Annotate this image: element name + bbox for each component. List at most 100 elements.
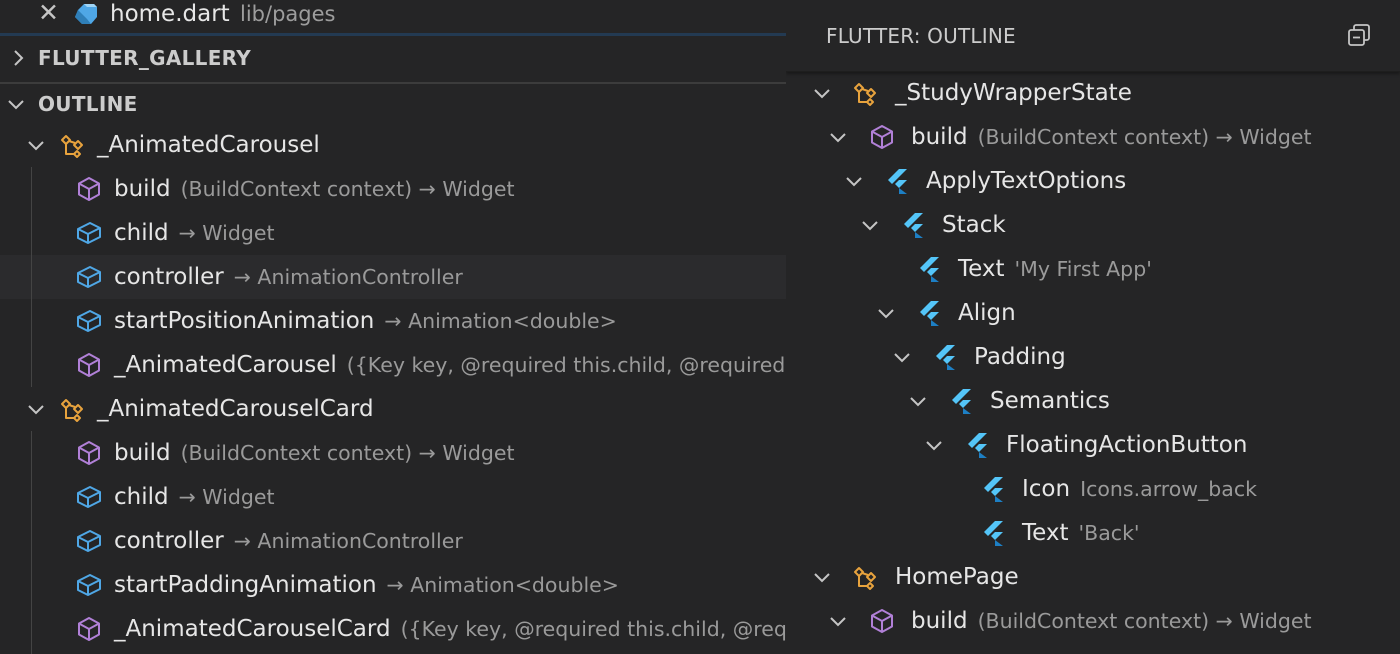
outline-row[interactable]: child→ Widget — [0, 211, 786, 255]
chevron-down-icon[interactable] — [844, 171, 864, 191]
symbol-detail: (BuildContext context) → Widget — [180, 441, 515, 465]
class-icon — [61, 135, 83, 158]
flutter-widget-icon — [984, 477, 1003, 502]
class-icon — [854, 567, 876, 590]
symbol-label: startPositionAnimation — [114, 308, 375, 334]
collapse-all-icon[interactable] — [1346, 22, 1372, 48]
chevron-down-icon[interactable] — [860, 215, 880, 235]
symbol-detail: ({Key key, @required this.child, @requir… — [346, 353, 786, 377]
chevron-down-icon[interactable] — [812, 567, 832, 587]
outline-row[interactable]: Padding — [786, 335, 1400, 379]
symbol-label: build — [114, 176, 171, 202]
chevron-down-icon[interactable] — [828, 611, 848, 631]
outline-row[interactable]: _AnimatedCarouselCard — [0, 387, 786, 431]
chevron-down-icon[interactable] — [26, 399, 46, 419]
symbol-detail: → AnimationController — [233, 265, 463, 289]
outline-row[interactable]: HomePage — [786, 555, 1400, 599]
outline-row[interactable]: startPaddingAnimation→ Animation<double> — [0, 563, 786, 607]
symbol-detail: (BuildContext context) → Widget — [977, 609, 1312, 633]
chevron-down-icon[interactable] — [924, 435, 944, 455]
method-icon — [78, 177, 100, 201]
symbol-name: Stack — [942, 203, 1006, 247]
symbol-name: _StudyWrapperState — [895, 71, 1132, 115]
chevron-down-icon[interactable] — [812, 83, 832, 103]
symbol-label: child — [114, 220, 169, 246]
flutter-widget-icon — [888, 169, 907, 194]
section-header-flutter-gallery[interactable]: FLUTTER_GALLERY — [0, 38, 786, 78]
chevron-down-icon[interactable] — [908, 391, 928, 411]
symbol-label: build — [911, 124, 968, 150]
field-icon — [77, 574, 101, 596]
outline-row[interactable]: _AnimatedCarousel — [0, 123, 786, 167]
method-icon — [78, 617, 100, 641]
outline-row[interactable]: ApplyTextOptions — [786, 159, 1400, 203]
outline-row[interactable]: build (BuildContext context) → Widget — [786, 599, 1400, 643]
section-header-outline[interactable]: OUTLINE — [0, 82, 786, 122]
outline-row[interactable]: controller→ AnimationController — [0, 255, 786, 299]
active-editor-indicator — [0, 33, 786, 36]
outline-row[interactable]: build(BuildContext context) → Widget — [786, 115, 1400, 159]
symbol-name: Semantics — [990, 379, 1110, 423]
chevron-down-icon[interactable] — [828, 127, 848, 147]
outline-row[interactable]: Stack — [786, 203, 1400, 247]
symbol-label: child — [114, 484, 169, 510]
outline-row[interactable]: FloatingActionButton — [786, 423, 1400, 467]
outline-row[interactable]: build (BuildContext context) → Widget — [0, 167, 786, 211]
open-editor-item[interactable]: ✕ home.dart lib/pages — [0, 0, 786, 28]
outline-row[interactable]: startPositionAnimation → Animation<double… — [0, 299, 786, 343]
outline-row[interactable]: Align — [786, 291, 1400, 335]
indent-guide — [31, 167, 32, 387]
flutter-widget-icon — [936, 345, 955, 370]
outline-row[interactable]: _AnimatedCarousel ({Key key, @required th… — [0, 343, 786, 387]
section-label: OUTLINE — [38, 92, 138, 116]
symbol-name: build(BuildContext context) → Widget — [911, 115, 1312, 159]
flutter-widget-icon — [920, 301, 939, 326]
chevron-down-icon[interactable] — [26, 135, 46, 155]
symbol-name: FloatingActionButton — [1006, 423, 1247, 467]
method-icon — [871, 609, 893, 633]
outline-row[interactable]: child → Widget — [0, 475, 786, 519]
symbol-label: FloatingActionButton — [1006, 432, 1248, 458]
outline-row[interactable]: Text'My First App' — [786, 247, 1400, 291]
outline-row[interactable]: Icon Icons.arrow_back — [786, 467, 1400, 511]
symbol-label: Padding — [974, 344, 1066, 370]
outline-row[interactable]: Semantics — [786, 379, 1400, 423]
class-icon — [854, 83, 876, 106]
symbol-detail: → Animation<double> — [386, 573, 619, 597]
field-icon — [77, 222, 101, 244]
symbol-label: _StudyWrapperState — [895, 80, 1132, 106]
chevron-down-icon[interactable] — [876, 303, 896, 323]
file-path: lib/pages — [240, 2, 336, 26]
outline-row[interactable]: _StudyWrapperState — [786, 71, 1400, 115]
symbol-label: _AnimatedCarousel — [114, 352, 337, 378]
symbol-label: build — [911, 608, 968, 634]
symbol-detail: → Animation<double> — [384, 309, 617, 333]
explorer-pane: ✕ home.dart lib/pages FLUTTER_GALLERY OU… — [0, 0, 786, 654]
symbol-detail: → Widget — [178, 485, 275, 509]
field-icon — [77, 530, 101, 552]
field-icon — [77, 310, 101, 332]
symbol-detail: (BuildContext context) → Widget — [180, 177, 515, 201]
symbol-name: Align — [958, 291, 1016, 335]
symbol-detail: Icons.arrow_back — [1080, 477, 1258, 501]
outline-row[interactable]: Text'Back' — [786, 511, 1400, 555]
section-label: FLUTTER_GALLERY — [38, 46, 252, 70]
chevron-down-icon[interactable] — [892, 347, 912, 367]
symbol-name: controller→ AnimationController — [114, 255, 463, 299]
symbol-name: child → Widget — [114, 475, 275, 519]
outline-row[interactable]: build(BuildContext context) → Widget — [0, 431, 786, 475]
method-icon — [871, 125, 893, 149]
symbol-label: HomePage — [895, 564, 1019, 590]
chevron-right-icon — [14, 50, 24, 66]
outline-row[interactable]: _AnimatedCarouselCard({Key key, @require… — [0, 607, 786, 651]
flutter-widget-icon — [952, 389, 971, 414]
outline-row[interactable]: controller→ AnimationController — [0, 519, 786, 563]
field-icon — [77, 266, 101, 288]
symbol-name: Text'Back' — [1022, 511, 1140, 555]
symbol-label: ApplyTextOptions — [926, 168, 1127, 194]
symbol-name: build (BuildContext context) → Widget — [911, 599, 1312, 643]
symbol-name: Text'My First App' — [958, 247, 1152, 291]
panel-title: FLUTTER: OUTLINE — [826, 24, 1016, 48]
close-icon[interactable]: ✕ — [38, 0, 59, 27]
symbol-label: Icon — [1022, 476, 1071, 502]
